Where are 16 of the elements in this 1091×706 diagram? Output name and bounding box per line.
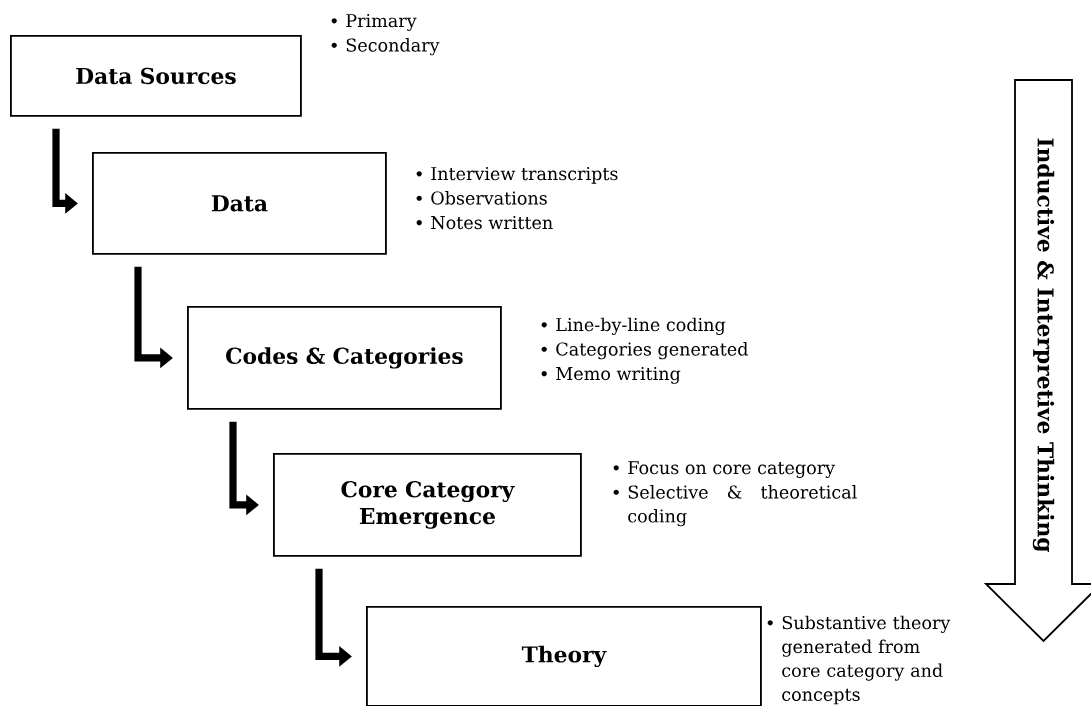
- bullet-text: Primary: [346, 14, 417, 31]
- bullet-text: Memo writing: [556, 367, 681, 384]
- bullet-text: Secondary: [346, 38, 440, 56]
- bullet-text: Interview transcripts: [431, 167, 618, 184]
- bullet-text: Notes written: [431, 216, 553, 230]
- bullet-text: Focus on core category: [628, 461, 835, 478]
- bullet-text: Selective & theoretical coding: [628, 485, 857, 527]
- bullet-text: Line-by-line coding: [556, 317, 726, 335]
- process-box: Core Category Emergence: [273, 453, 582, 557]
- bullet-text: Substantive theory generated from core category and concepts: [782, 615, 951, 705]
- bullet-text: Observations: [431, 191, 547, 205]
- process-box: Data: [92, 152, 387, 255]
- process-box: Codes & Categories: [187, 306, 502, 410]
- process-box: Data Sources: [10, 35, 302, 117]
- bullet-text: Categories generated: [556, 342, 748, 360]
- process-box: Theory: [366, 606, 762, 706]
